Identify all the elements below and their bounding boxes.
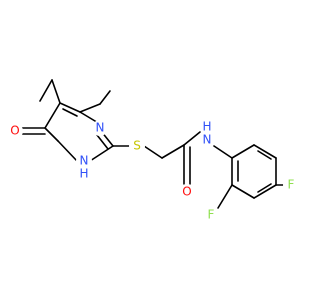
bond-aryl-2-3 bbox=[231, 184, 255, 199]
fluorine-2-bg bbox=[283, 177, 299, 193]
bond-n3-c2-double bbox=[96, 134, 109, 150]
bond-c4-methyl bbox=[79, 103, 101, 113]
bond-n1-c6 bbox=[57, 140, 78, 162]
bond-n-aryl bbox=[213, 145, 233, 159]
bond-aryl-3-4 bbox=[253, 184, 277, 199]
oxygen-label-bg bbox=[7, 123, 23, 139]
fluorine-1-bg bbox=[203, 207, 219, 223]
nitrogen-1-label: N bbox=[80, 154, 89, 168]
sulfur-bg bbox=[129, 138, 145, 154]
bonds bbox=[19, 79, 291, 209]
fluorine-1-label: F bbox=[208, 208, 215, 222]
bond-ethyl-ch2 bbox=[51, 79, 61, 104]
nitrogen-1-bg bbox=[76, 153, 92, 169]
bond-aryl-f1 bbox=[217, 184, 233, 209]
bond-c6-c5-ring bbox=[44, 127, 59, 142]
oxygen-label: O bbox=[10, 124, 19, 138]
bond-ethyl-ch3 bbox=[39, 79, 53, 102]
bond-c5-c6 bbox=[44, 102, 61, 129]
atom-labels: O N H N S O N H F F bbox=[7, 120, 299, 223]
bond-aryl-double-c bbox=[257, 183, 272, 193]
bond-aryl-double-b bbox=[257, 150, 272, 160]
bond-c2-n1 bbox=[89, 145, 114, 162]
bond-s-ch2 bbox=[143, 145, 163, 159]
nitrogen-3-label: N bbox=[96, 121, 105, 135]
amide-oxygen-label: O bbox=[182, 185, 191, 199]
amide-nitrogen-label: N bbox=[203, 133, 212, 147]
bond-methyl bbox=[99, 90, 111, 105]
amide-nitrogen-bg bbox=[199, 132, 215, 148]
amide-oxygen-bg bbox=[179, 184, 195, 200]
bond-ch2-co bbox=[161, 144, 185, 159]
bond-aryl-5-6 bbox=[253, 144, 277, 159]
bond-co-n bbox=[183, 131, 201, 146]
molecule-structure: O N H N S O N H F F bbox=[7, 79, 299, 223]
structure-canvas: O N H N S O N H F F bbox=[7, 79, 299, 223]
amide-hydrogen-label: H bbox=[202, 120, 211, 134]
sulfur-label: S bbox=[133, 139, 141, 153]
bond-aryl-6-1 bbox=[231, 144, 255, 159]
bond-c5-c4 bbox=[59, 102, 81, 113]
nitrogen-3-bg bbox=[92, 120, 108, 136]
hydrogen-1-label: H bbox=[79, 167, 88, 181]
fluorine-2-label: F bbox=[288, 178, 295, 192]
bond-c5-c4-double bbox=[62, 108, 78, 117]
